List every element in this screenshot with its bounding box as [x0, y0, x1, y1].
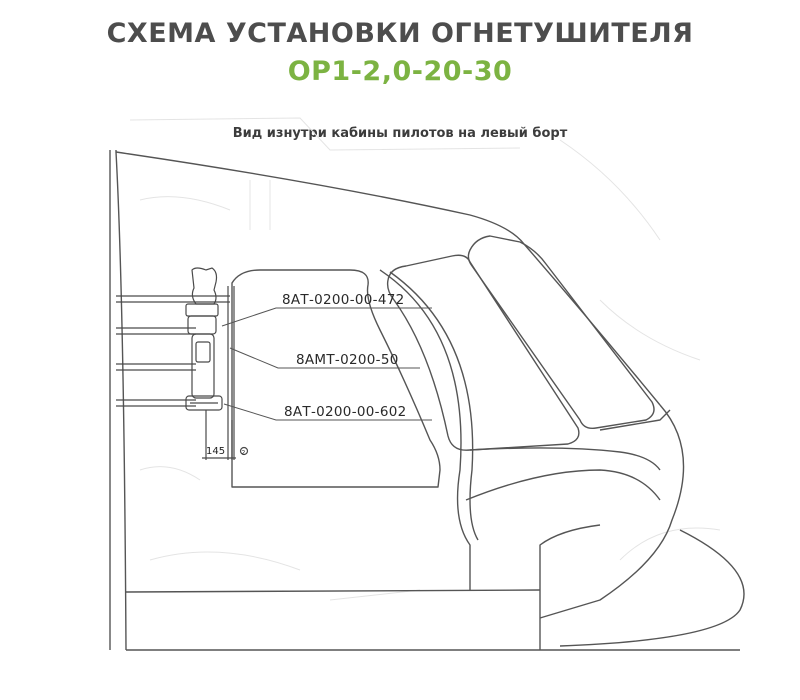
- dimension-marker: 2: [242, 450, 246, 457]
- background-sketch: [129, 117, 721, 601]
- dimension-value: 145: [206, 446, 225, 457]
- leader-lines: [221, 307, 432, 421]
- callout-part-2: 8АМТ-0200-50: [296, 352, 399, 368]
- extinguisher-assembly: [116, 267, 249, 460]
- diagram-title: СХЕМА УСТАНОВКИ ОГНЕТУШИТЕЛЯ: [106, 18, 694, 49]
- extinguisher-model: ОР1-2,0-20-30: [287, 56, 513, 87]
- view-caption: Вид изнутри кабины пилотов на левый борт: [232, 126, 568, 141]
- callout-part-3: 8АТ-0200-00-602: [284, 404, 407, 420]
- callout-part-1: 8АТ-0200-00-472: [282, 292, 405, 308]
- cockpit-outline: [109, 150, 745, 651]
